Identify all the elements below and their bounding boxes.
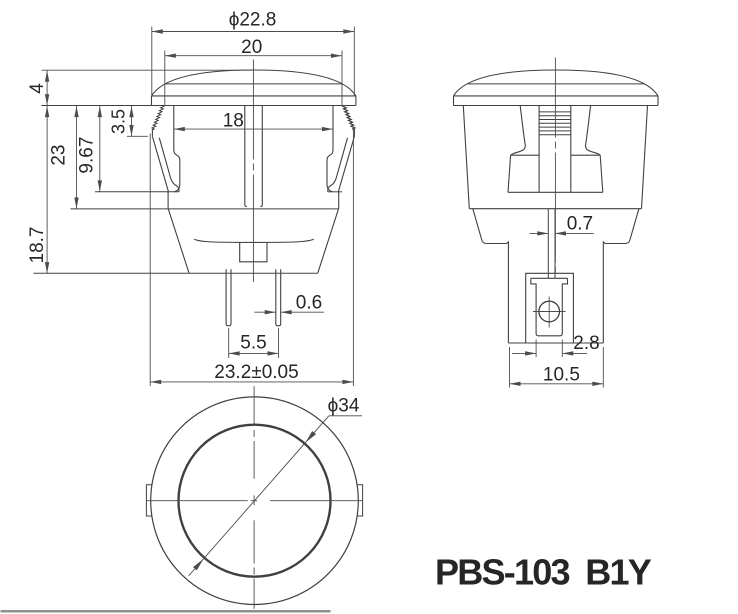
svg-text:20: 20 <box>241 37 262 58</box>
svg-text:4: 4 <box>27 83 48 94</box>
svg-text:23: 23 <box>49 145 70 166</box>
svg-text:9.67: 9.67 <box>77 137 98 174</box>
svg-text:18.7: 18.7 <box>27 227 48 264</box>
svg-text:23.2±0.05: 23.2±0.05 <box>214 362 298 383</box>
svg-text:18: 18 <box>223 110 244 131</box>
svg-text:PBS-103 B1Y: PBS-103 B1Y <box>435 552 652 593</box>
svg-text:0.6: 0.6 <box>296 292 322 313</box>
svg-text:2.8: 2.8 <box>573 333 599 354</box>
svg-text:10.5: 10.5 <box>543 365 580 386</box>
svg-text:0.7: 0.7 <box>567 214 593 235</box>
svg-text:ϕ34: ϕ34 <box>328 396 360 417</box>
svg-text:5.5: 5.5 <box>240 333 266 354</box>
svg-text:ϕ22.8: ϕ22.8 <box>229 10 277 31</box>
svg-text:3.5: 3.5 <box>109 109 129 134</box>
